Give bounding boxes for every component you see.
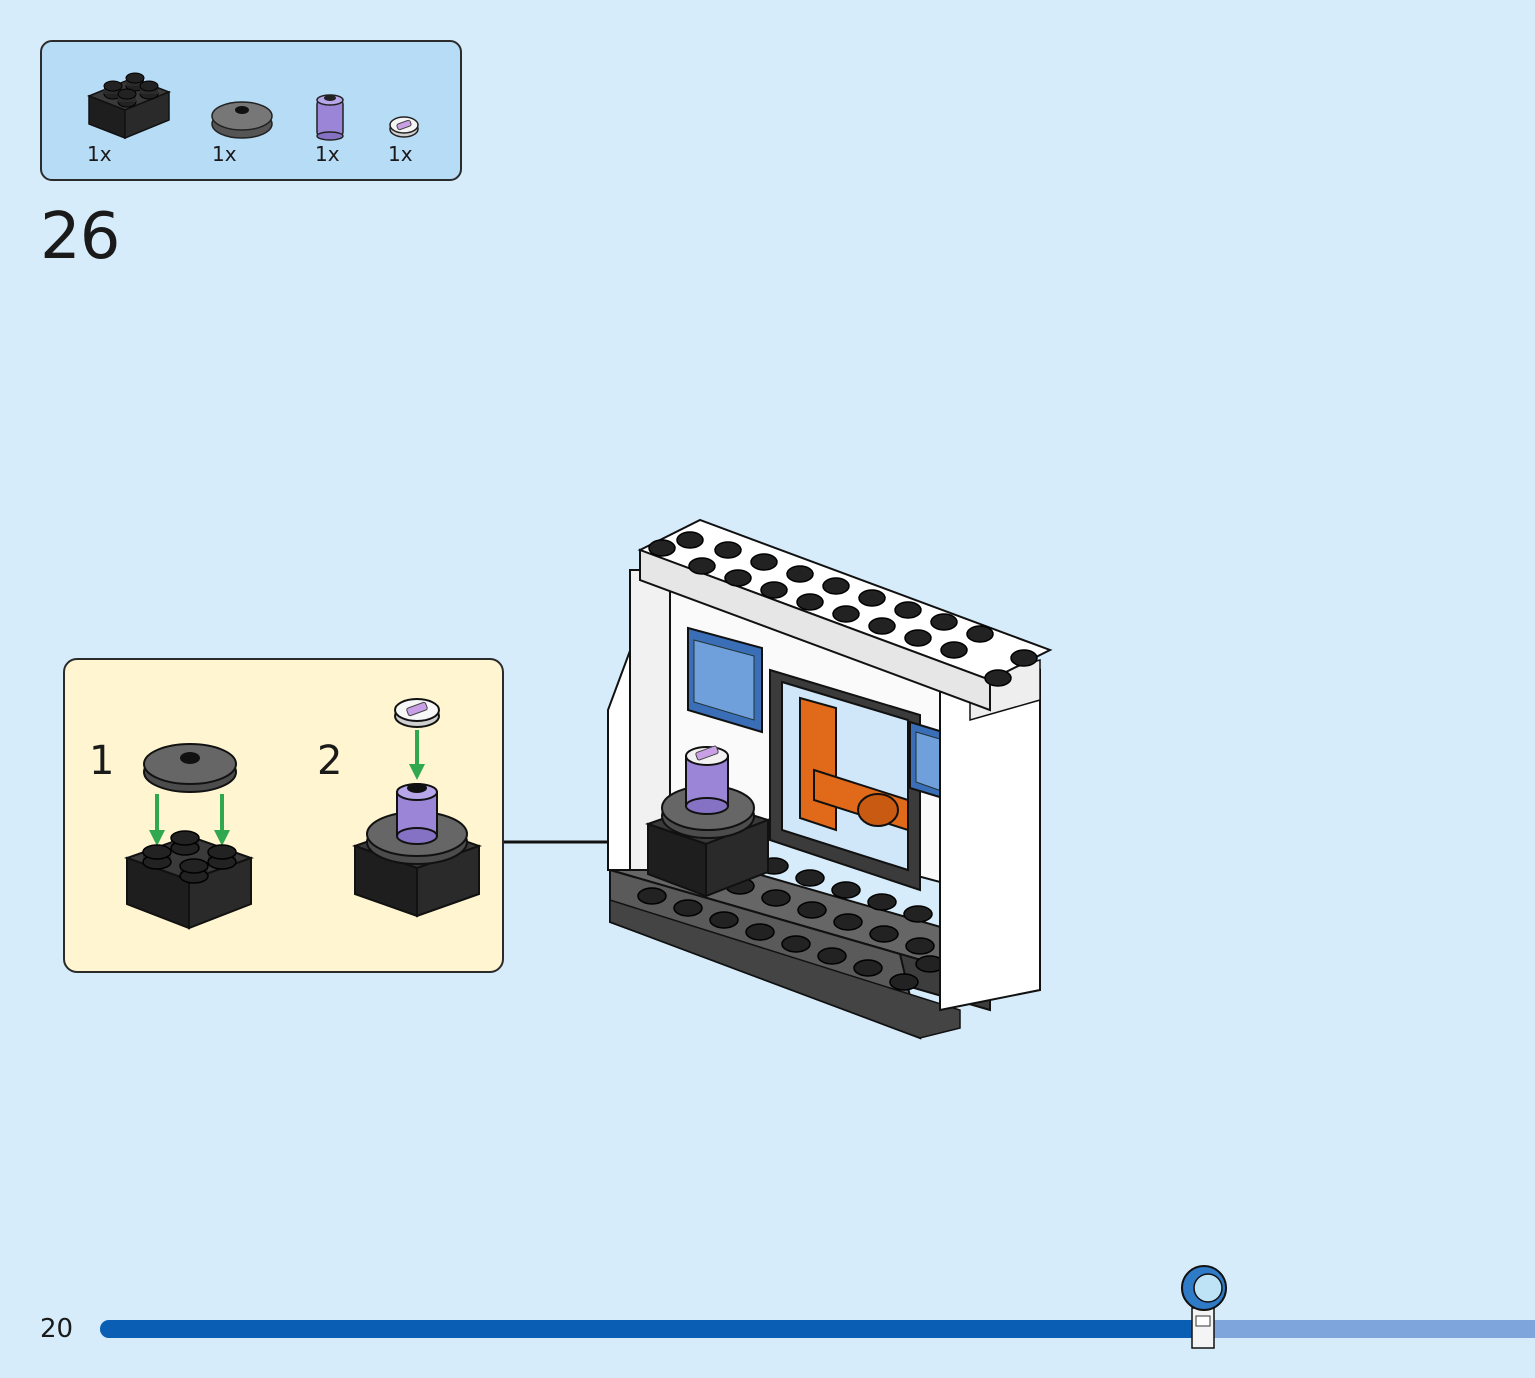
step-number: 26 (40, 200, 120, 274)
part-qty: 1x (212, 142, 237, 166)
assembly-arrow-icon (409, 730, 425, 780)
part-qty: 1x (388, 142, 413, 166)
printed-round-tile-icon (389, 116, 419, 138)
dark-gray-round-plate-icon (211, 101, 273, 139)
sub-step-number: 2 (317, 738, 343, 784)
progress-bar (100, 1320, 1535, 1338)
progress-bar-fill (100, 1320, 1205, 1338)
sub-step-number: 1 (89, 738, 115, 784)
astronaut-minifig-icon (1181, 1265, 1227, 1349)
black-brick-2x2-icon (86, 72, 172, 140)
part-qty: 1x (315, 142, 340, 166)
sub-step-2-illustration (352, 698, 482, 918)
sub-step-1-illustration (124, 743, 254, 930)
page-number: 20 (40, 1314, 74, 1344)
main-model-illustration (607, 518, 1053, 1040)
part-qty: 1x (87, 142, 112, 166)
sub-assembly-box: 1 2 (63, 658, 504, 973)
parts-list-box: 1x 1x 1x 1x (40, 40, 462, 181)
assembly-arrow-icon (149, 794, 230, 846)
lavender-round-brick-icon (316, 94, 344, 141)
